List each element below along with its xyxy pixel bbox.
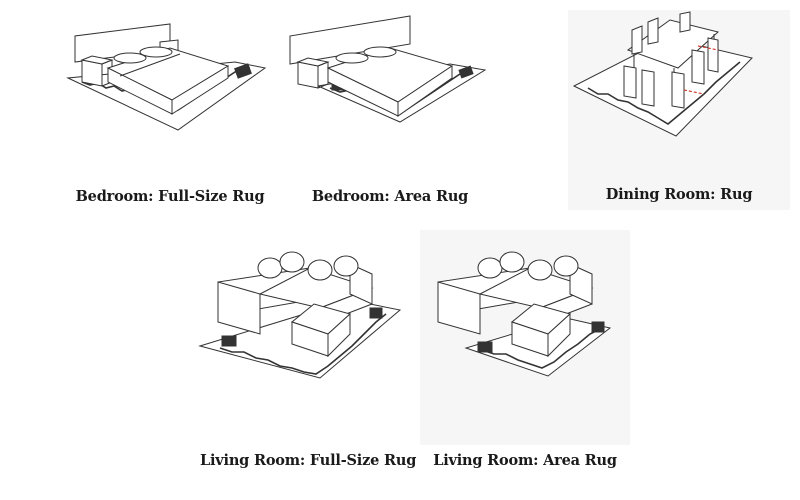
panel-living-room-area-rug: Living Room: Area Rug: [420, 230, 630, 480]
caption-living-room-full-size-rug: Living Room: Full-Size Rug: [200, 452, 417, 469]
sofa-arm-right: [349, 263, 373, 305]
caption-dining-room-rug: Dining Room: Rug: [605, 186, 753, 203]
bedroom-full-rug-illustration: [66, 23, 267, 131]
rug-wavy-border: [481, 327, 603, 369]
bedroom-area-rug-illustration: [289, 15, 487, 123]
panel-dining-room-rug: Dining Room: Rug: [568, 10, 790, 210]
caption-bedroom-full-size-rug: Bedroom: Full-Size Rug: [75, 188, 265, 205]
panel-bedroom-full-size-rug: Bedroom: Full-Size Rug: [60, 10, 280, 220]
caption-living-room-area-rug: Living Room: Area Rug: [433, 452, 617, 469]
headboard: [289, 15, 411, 65]
panel-living-room-full-size-rug: Living Room: Full-Size Rug: [198, 230, 417, 480]
sofa-arm-right: [569, 263, 593, 305]
clearance-measure-lines: [683, 45, 719, 95]
dining-room-rug-illustration: [572, 11, 753, 137]
living-room-area-rug-illustration: [437, 251, 612, 377]
rug-wavy-border: [587, 61, 741, 125]
caption-bedroom-area-rug: Bedroom: Area Rug: [311, 188, 469, 205]
sofa-arm-left: [437, 281, 481, 335]
dining-chairs: [623, 11, 719, 109]
panel-bedroom-area-rug: Bedroom: Area Rug: [280, 10, 500, 220]
living-room-full-rug-illustration: [198, 251, 402, 379]
sofa-arm-left: [217, 281, 261, 335]
rug-wavy-border: [219, 313, 387, 375]
